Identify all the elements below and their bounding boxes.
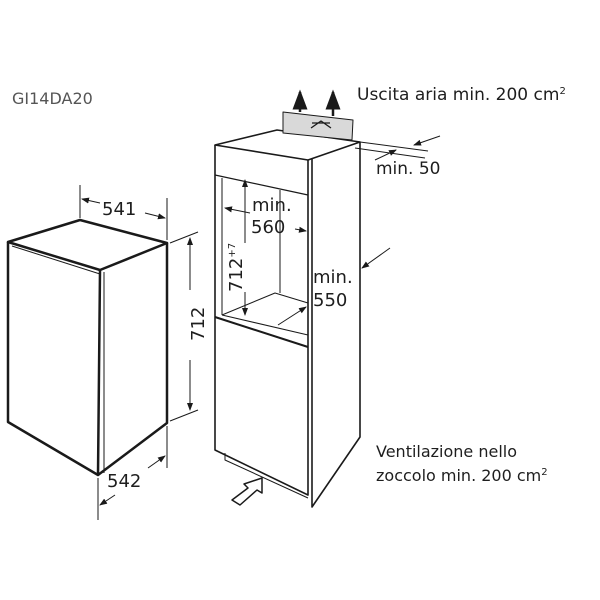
niche-dimension-lines [224,135,441,326]
appliance-box [6,218,169,477]
ventilation-symbol-icon [310,120,332,129]
appliance-width-label: 541 [102,199,137,220]
niche-width-label: 560 [251,217,286,238]
model-label: GI14DA20 [12,89,93,108]
appliance-depth-label: 542 [107,471,142,492]
plinth-ventilation-line1: Ventilazione nello [376,442,518,461]
appliance-height-label: 712 [188,304,209,343]
plinth-inlet-arrow [231,477,263,506]
air-outlet-arrows [292,89,341,116]
plinth-ventilation-line2: zoccolo min. 200 cm2 [376,466,548,485]
top-gap-label: min. 50 [376,159,441,179]
niche-width-caption: min. [252,195,292,216]
air-outlet-label: Uscita aria min. 200 cm2 [357,85,566,105]
niche-depth-caption: min. [313,267,353,288]
vent-panel [282,111,354,141]
appliance-dimension-lines [79,185,199,520]
niche-height-label: 712+7 [226,242,247,292]
niche-depth-label: 550 [313,290,348,311]
